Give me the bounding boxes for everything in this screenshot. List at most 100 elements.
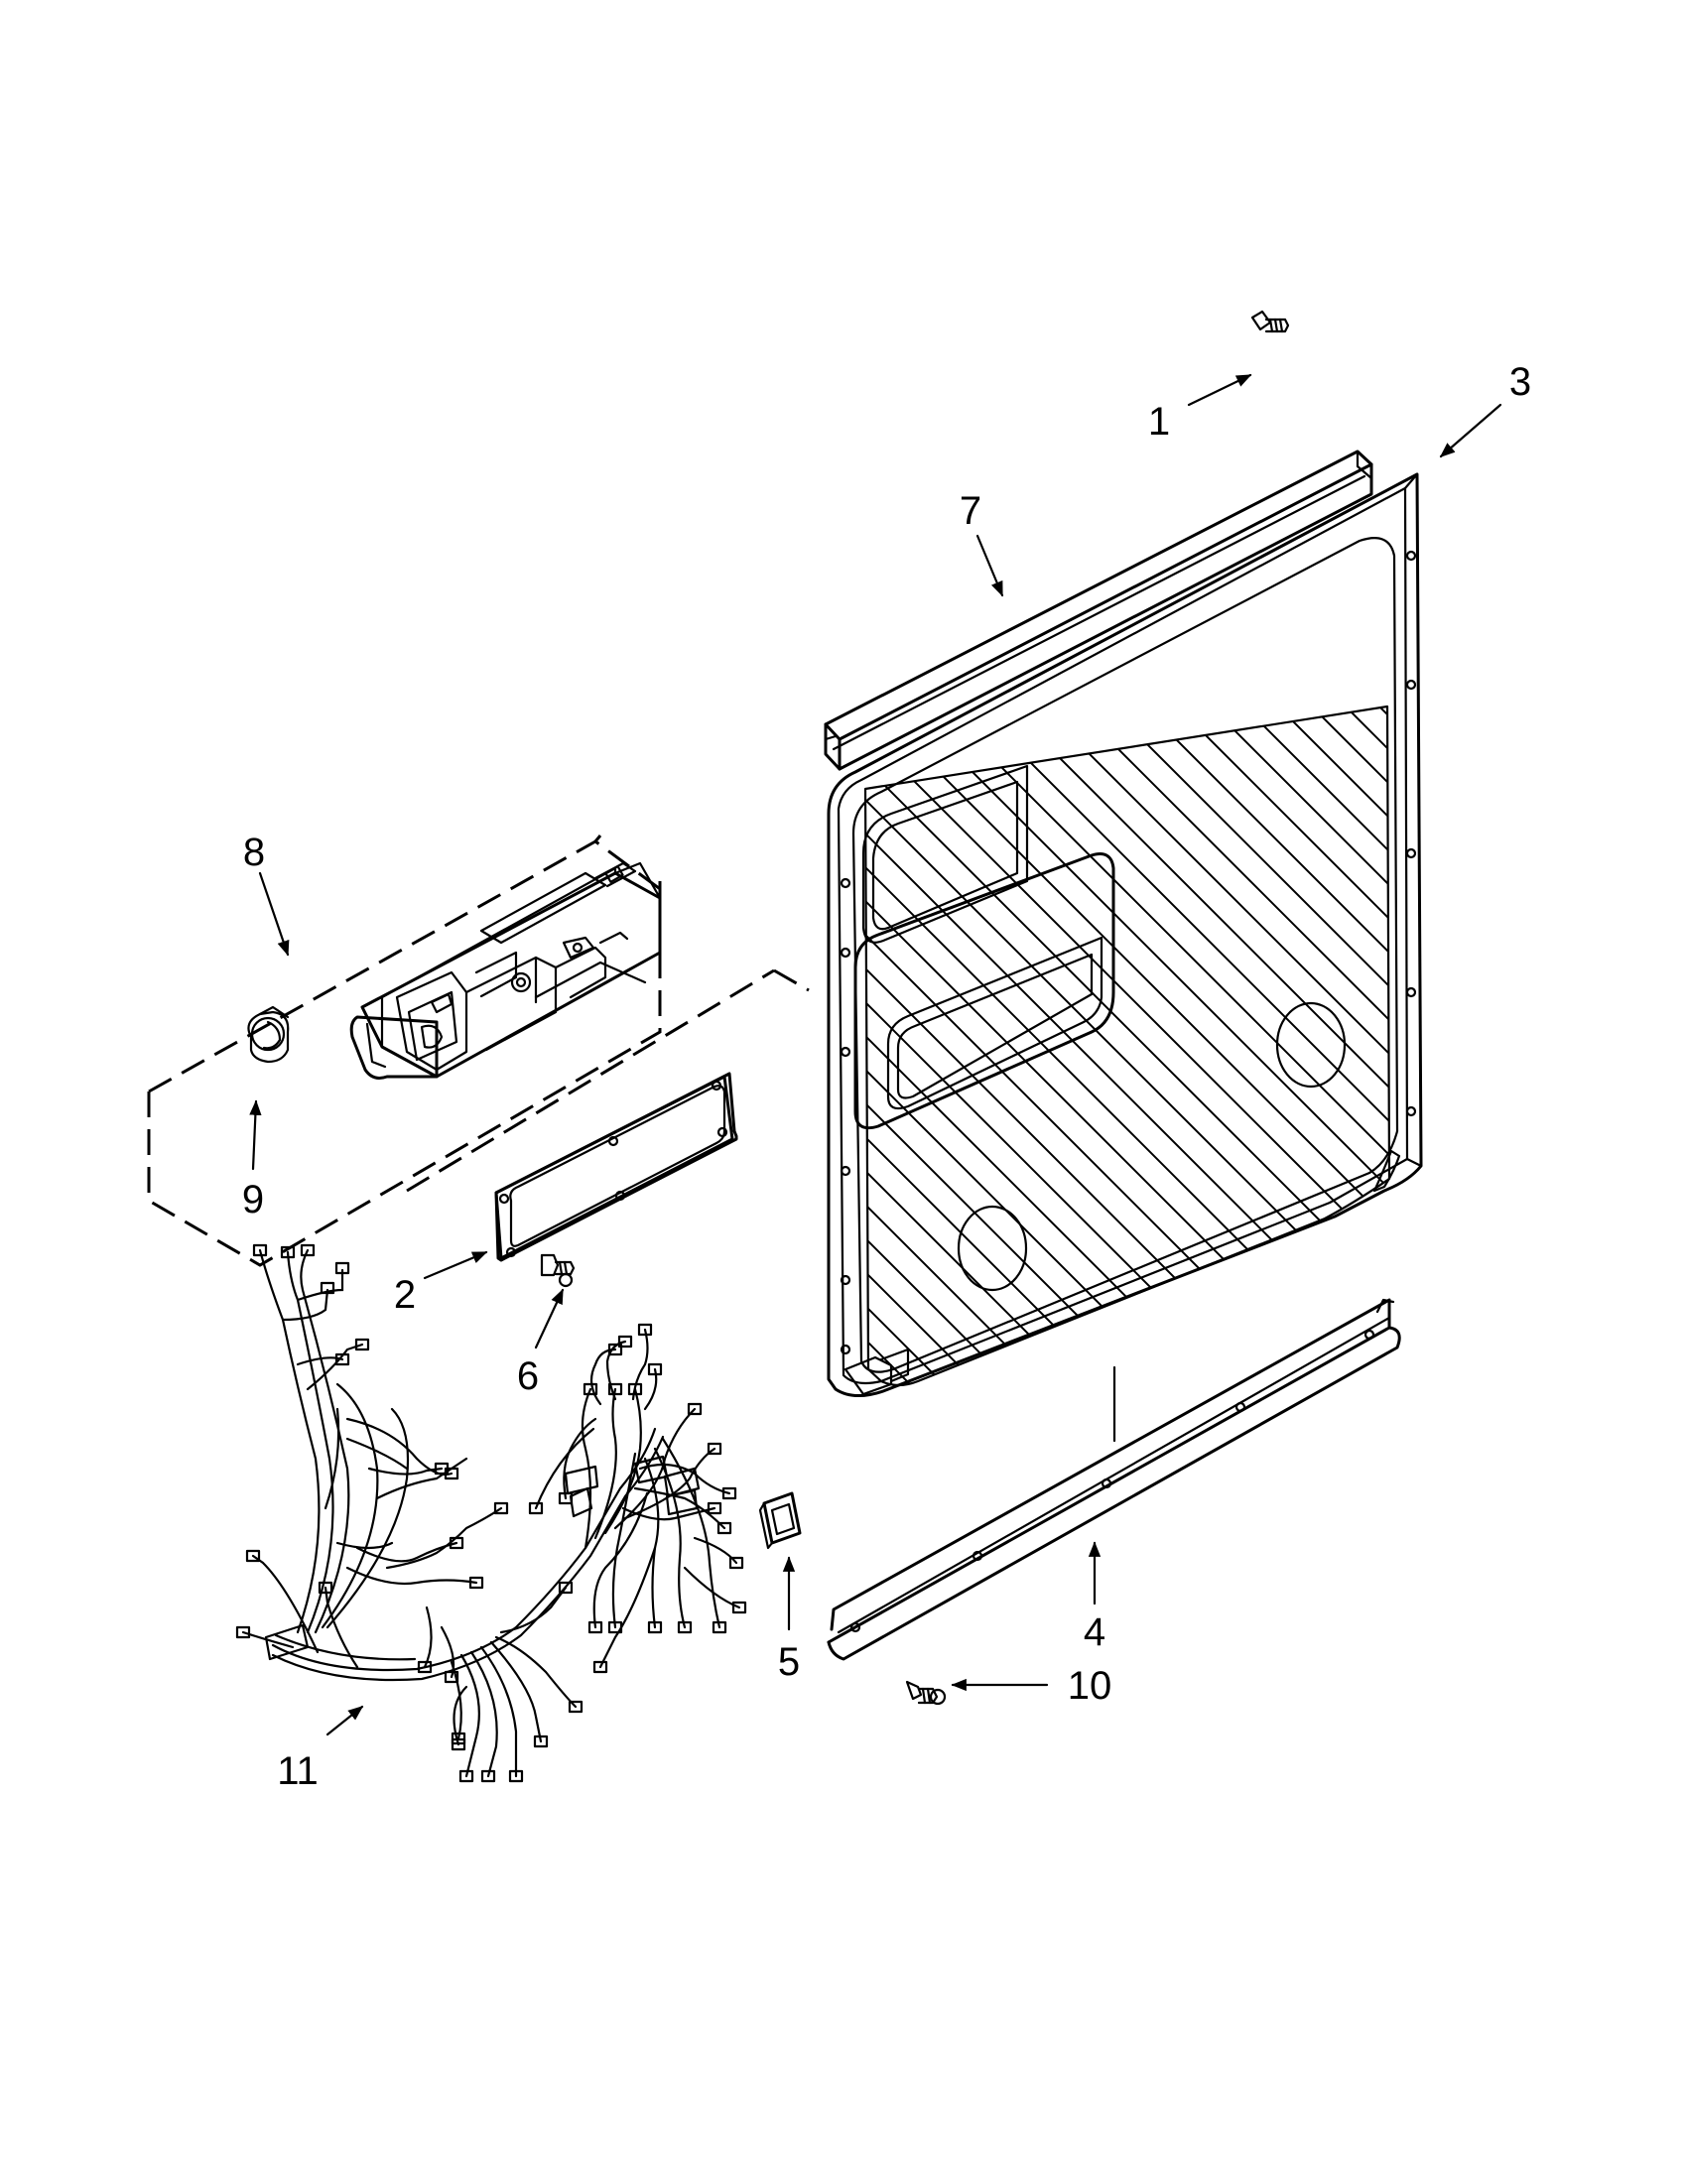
wire-terminal (731, 1601, 747, 1614)
wire-terminal (707, 1501, 722, 1515)
callout-2: 2 (394, 1273, 416, 1317)
wire-terminal (451, 1737, 466, 1751)
dispenser-dashed-box (147, 835, 810, 1267)
hatch-line (119, 695, 834, 1409)
hatch-line (865, 707, 1389, 1385)
wire-terminal (677, 1620, 693, 1634)
hatch-line (865, 707, 1389, 1385)
hatch-line (865, 707, 1273, 1385)
wire-terminal (245, 1549, 261, 1563)
wire-terminal (558, 1581, 574, 1595)
wire-terminal (354, 1338, 370, 1351)
wire-terminal (647, 1362, 663, 1376)
wire-terminal (235, 1625, 251, 1639)
callout-5: 5 (778, 1640, 800, 1684)
callout-6: 6 (517, 1354, 539, 1398)
callout-1: 1 (1148, 400, 1170, 444)
hatch-line (1232, 707, 1389, 1385)
callout-labels: 1 2 3 4 5 6 7 8 9 10 11 (242, 360, 1531, 1793)
wire-terminal (712, 1620, 727, 1634)
wire-terminal (607, 1343, 623, 1356)
hatch-line (1502, 695, 1687, 1409)
wire-terminal (528, 1501, 544, 1515)
hatch-line (1063, 707, 1389, 1385)
wire-terminal (458, 1769, 474, 1783)
screw-part-6 (540, 1253, 576, 1288)
hatch-line (1435, 695, 1687, 1409)
rim-screw-hole (840, 877, 851, 889)
hatch-line (928, 707, 1389, 1385)
wire-terminal (493, 1501, 509, 1515)
wire-terminal (318, 1581, 333, 1595)
hatch-line (865, 707, 1138, 1385)
gasket-part-2 (494, 1072, 738, 1262)
hatch-line (1671, 695, 1687, 1409)
rim-screw-hole (1405, 679, 1417, 691)
hatch-line (1469, 695, 1687, 1409)
hatch-line (865, 707, 1389, 1385)
wire-terminal (647, 1620, 663, 1634)
hatch-line (865, 707, 1389, 1385)
wire-terminal (568, 1700, 584, 1714)
wire-terminal (300, 1243, 316, 1257)
wire-terminal (558, 1491, 574, 1505)
callout-8: 8 (243, 831, 265, 874)
hatch-line (1637, 695, 1687, 1409)
wire-terminal (334, 1261, 350, 1275)
hatch-line (865, 707, 1239, 1385)
wire-terminal (252, 1243, 268, 1257)
wire-terminal (533, 1734, 549, 1748)
hatch-line (1366, 707, 1389, 1385)
wire-terminal (583, 1382, 598, 1396)
wire-terminal (508, 1769, 524, 1783)
hatch-line (865, 707, 1341, 1385)
hatch-line (1604, 695, 1687, 1409)
bottom-rail (827, 1298, 1401, 1661)
screw-part-1 (1250, 310, 1290, 333)
wire-terminal (627, 1382, 643, 1396)
hatch-line (1401, 695, 1687, 1409)
rim-screw-hole (1405, 847, 1417, 859)
rim-screw-hole (840, 1046, 851, 1058)
wire-terminal (707, 1442, 722, 1456)
rim-screw-hole (840, 1165, 851, 1177)
wire-terminal (607, 1620, 623, 1634)
callout-7: 7 (960, 489, 981, 533)
hatch-line (865, 707, 1037, 1385)
hatch-line (894, 707, 1389, 1385)
inner-door-panel (0, 472, 1687, 1443)
wire-terminal (449, 1536, 464, 1550)
hatch-line (962, 707, 1389, 1385)
hatch-line (0, 695, 699, 1409)
hatch-line (1097, 707, 1389, 1385)
hatch-line (865, 707, 868, 1385)
hatch-line (865, 707, 902, 1385)
hatch-line (865, 707, 1003, 1385)
wire-terminal (417, 1660, 433, 1674)
leader-lines (249, 373, 1502, 1736)
knob-part-9 (247, 1005, 290, 1064)
callout-9: 9 (242, 1178, 264, 1221)
dispenser-assembly (349, 861, 662, 1080)
hatch-line (865, 707, 1104, 1385)
wire-terminal (592, 1660, 608, 1674)
hatch-line (1198, 707, 1389, 1385)
clip-part-5 (758, 1491, 802, 1550)
rim-screw-hole (840, 947, 851, 959)
wire-harness-part-11 (235, 1243, 747, 1783)
hatch-line (1299, 707, 1389, 1385)
rim-screw-hole (840, 1344, 851, 1355)
wire-terminal (721, 1486, 737, 1500)
rim-screw-hole (1405, 986, 1417, 998)
wire-terminal (334, 1352, 350, 1366)
hatch-line (865, 707, 1307, 1385)
hatch-line (1164, 707, 1389, 1385)
wire-terminal (320, 1281, 335, 1295)
hatch-line (865, 707, 1071, 1385)
hatch-line (865, 707, 1206, 1385)
wire-terminal (607, 1382, 623, 1396)
rim-screw-hole (1405, 1105, 1417, 1117)
callout-10: 10 (1068, 1664, 1112, 1708)
rim-screw-hole (840, 1274, 851, 1286)
